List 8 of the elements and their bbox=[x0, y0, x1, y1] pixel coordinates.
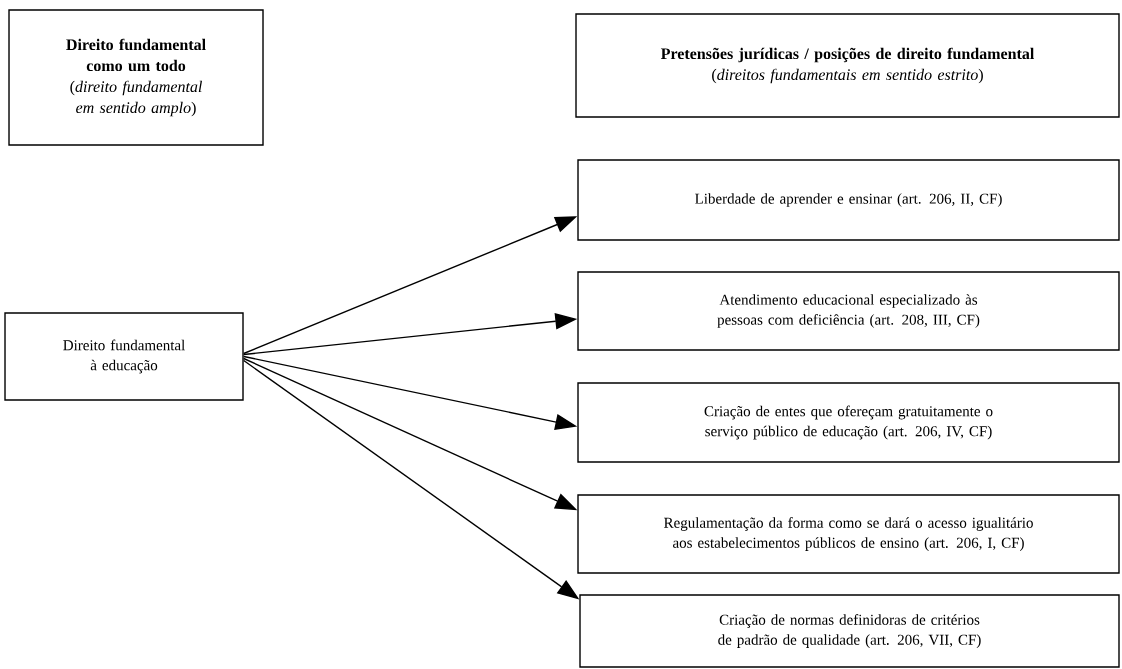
heading-box: Pretensões jurídicas / posições de direito fundamental (direitos fundamentais em sentido estrito) bbox=[575, 13, 1120, 118]
source-box: Direito fundamental à educação bbox=[4, 312, 244, 401]
claim-box: Atendimento educacional especializado às pessoas com deficiência (art. 208, III, CF) bbox=[577, 271, 1120, 351]
claim-box: Regulamentação da forma como se dará o acesso igualitário aos estabelecimentos públicos de ensino (art. 206, I, CF) bbox=[577, 494, 1120, 574]
claim-box: Criação de normas definidoras de critérios de padrão de qualidade (art. 206, VII, CF) bbox=[579, 594, 1120, 668]
heading-box: Direito fundamental como um todo (direito fundamental em sentido amplo) bbox=[8, 9, 264, 146]
claim-box: Criação de entes que ofereçam gratuitamente o serviço público de educação (art. 206, IV, CF) bbox=[577, 382, 1120, 463]
claim-box: Liberdade de aprender e ensinar (art. 206, II, CF) bbox=[577, 159, 1120, 241]
